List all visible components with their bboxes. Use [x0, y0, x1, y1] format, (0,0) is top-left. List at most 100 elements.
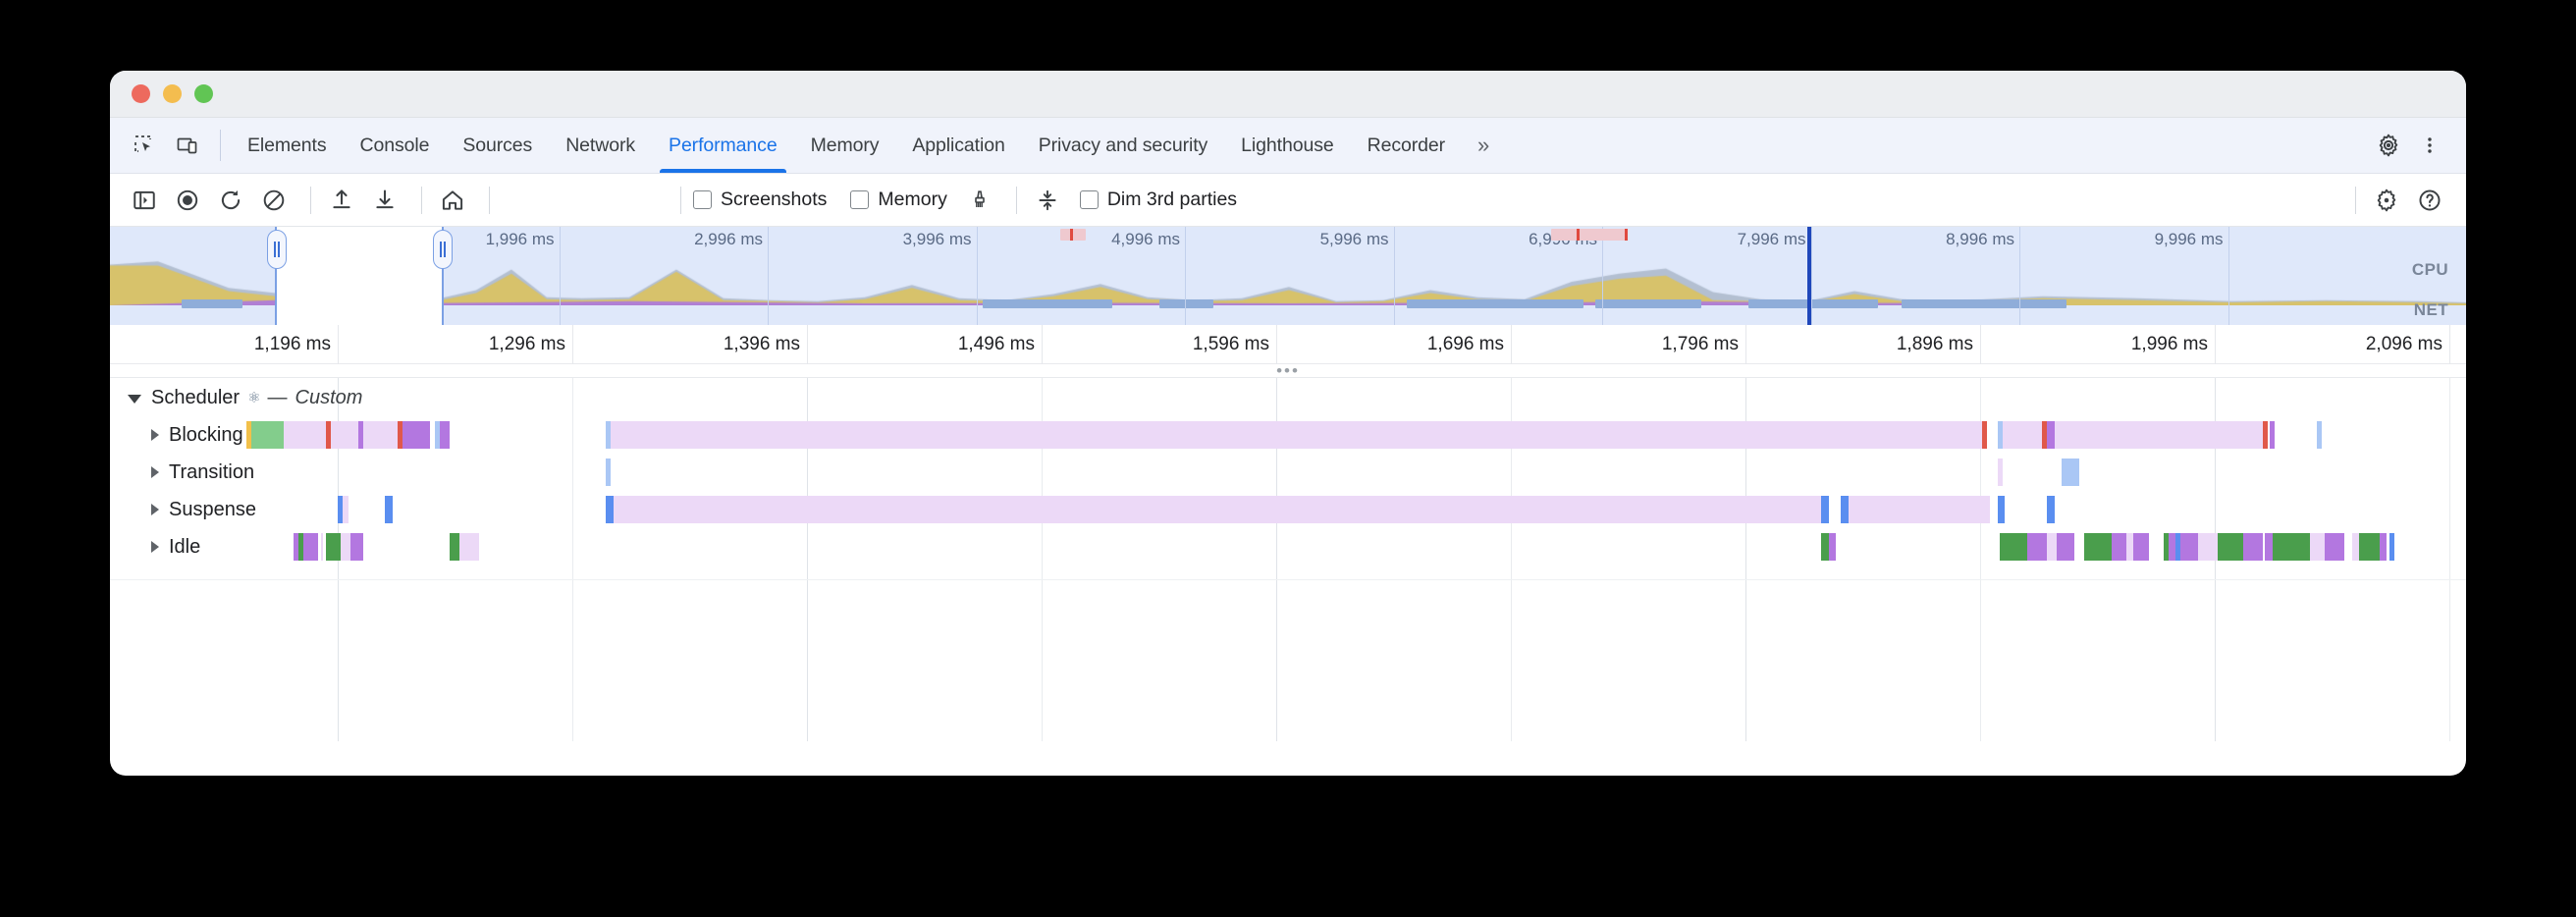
flame-segment[interactable]: [245, 421, 251, 449]
flame-segment[interactable]: [2002, 421, 2042, 449]
flame-segment[interactable]: [298, 533, 304, 561]
flame-segment[interactable]: [2000, 533, 2027, 561]
flame-segment[interactable]: [613, 496, 1822, 523]
flame-segment[interactable]: [1848, 496, 1990, 523]
tab-performance[interactable]: Performance: [652, 118, 794, 173]
flame-chart[interactable]: Scheduler ⚛ — Custom Blocking Transition: [110, 378, 2466, 741]
flame-segment[interactable]: [606, 458, 612, 486]
tab-recorder[interactable]: Recorder: [1351, 118, 1462, 173]
capture-settings-gear-icon[interactable]: [2368, 182, 2405, 219]
track-suspense-label[interactable]: Suspense: [110, 490, 256, 529]
flame-segment[interactable]: [340, 533, 351, 561]
flame-segment[interactable]: [1997, 421, 2003, 449]
tab-memory[interactable]: Memory: [794, 118, 896, 173]
flame-segment[interactable]: [325, 421, 331, 449]
reload-and-record-icon[interactable]: [212, 182, 249, 219]
flame-segment[interactable]: [1841, 496, 1849, 523]
tab-elements[interactable]: Elements: [231, 118, 344, 173]
transition-segments[interactable]: [110, 453, 2466, 492]
flame-segment[interactable]: [330, 421, 358, 449]
flame-segment[interactable]: [409, 421, 430, 449]
more-options-kebab-icon[interactable]: [2411, 127, 2448, 164]
flame-segment[interactable]: [434, 421, 440, 449]
track-transition-label[interactable]: Transition: [110, 453, 254, 492]
track-transition[interactable]: Transition: [110, 453, 2466, 492]
selection-left-handle[interactable]: [267, 230, 287, 269]
flame-segment[interactable]: [2042, 421, 2048, 449]
flame-segment[interactable]: [303, 533, 319, 561]
flame-segment[interactable]: [2198, 533, 2219, 561]
flame-segment[interactable]: [611, 421, 1983, 449]
device-toolbar-icon[interactable]: [169, 127, 206, 164]
flame-segment[interactable]: [293, 533, 298, 561]
blocking-segments[interactable]: [110, 415, 2466, 455]
panel-resize-grip[interactable]: •••: [110, 362, 2466, 379]
dim-3rd-parties-checkbox-box[interactable]: [1079, 190, 1099, 209]
overview-selection-window[interactable]: [275, 227, 442, 325]
flame-segment[interactable]: [2180, 533, 2199, 561]
toggle-sidebar-icon[interactable]: [126, 182, 163, 219]
maximize-window-button[interactable]: [194, 84, 213, 103]
track-idle[interactable]: Idle: [110, 527, 2466, 566]
flame-segment[interactable]: [1821, 533, 1829, 561]
track-blocking[interactable]: Blocking: [110, 415, 2466, 455]
suspense-segments[interactable]: [110, 490, 2466, 529]
flame-segment[interactable]: [1821, 496, 1829, 523]
flame-segment[interactable]: [283, 421, 326, 449]
flame-segment[interactable]: [350, 533, 363, 561]
flame-segment[interactable]: [440, 421, 451, 449]
flame-segment[interactable]: [2111, 533, 2126, 561]
timeline-overview[interactable]: 996 ms1,996 ms2,996 ms3,996 ms4,996 ms5,…: [110, 227, 2466, 325]
clear-recording-icon[interactable]: [255, 182, 293, 219]
tab-lighthouse[interactable]: Lighthouse: [1224, 118, 1350, 173]
flame-segment[interactable]: [2317, 421, 2323, 449]
flame-segment[interactable]: [2175, 533, 2181, 561]
flame-segment[interactable]: [2026, 533, 2048, 561]
flame-segment[interactable]: [343, 496, 349, 523]
import-profile-icon[interactable]: [323, 182, 360, 219]
flame-segment[interactable]: [2242, 533, 2263, 561]
chevron-down-icon[interactable]: [128, 394, 141, 404]
memory-checkbox-box[interactable]: [850, 190, 870, 209]
tab-privacy-and-security[interactable]: Privacy and security: [1022, 118, 1224, 173]
chevron-right-icon[interactable]: [151, 429, 159, 441]
navigate-home-icon[interactable]: [434, 182, 471, 219]
inspect-element-icon[interactable]: [126, 127, 163, 164]
record-icon[interactable]: [169, 182, 206, 219]
scheduler-group-header[interactable]: Scheduler ⚛ — Custom: [110, 378, 362, 417]
flame-segment[interactable]: [2359, 533, 2380, 561]
more-tabs-chevron-icon[interactable]: »: [1462, 118, 1505, 173]
flame-segment[interactable]: [2133, 533, 2149, 561]
navigation-marker[interactable]: [1551, 229, 1628, 241]
flame-segment[interactable]: [2125, 533, 2134, 561]
chevron-right-icon[interactable]: [151, 504, 159, 515]
flame-segment[interactable]: [338, 496, 344, 523]
export-profile-icon[interactable]: [366, 182, 403, 219]
screenshots-checkbox-box[interactable]: [693, 190, 712, 209]
flame-segment[interactable]: [2351, 533, 2360, 561]
selection-left-edge[interactable]: [275, 227, 277, 325]
collect-garbage-icon[interactable]: [961, 182, 998, 219]
close-window-button[interactable]: [132, 84, 150, 103]
flame-segment[interactable]: [402, 421, 410, 449]
memory-checkbox[interactable]: Memory: [850, 189, 947, 211]
flame-segment[interactable]: [459, 533, 480, 561]
flame-segment[interactable]: [2262, 421, 2268, 449]
idle-segments[interactable]: [110, 527, 2466, 566]
tab-sources[interactable]: Sources: [446, 118, 549, 173]
flame-segment[interactable]: [2379, 533, 2388, 561]
flame-segment[interactable]: [2388, 533, 2394, 561]
flame-segment[interactable]: [398, 421, 403, 449]
tab-console[interactable]: Console: [344, 118, 447, 173]
flame-segment[interactable]: [2047, 496, 2055, 523]
help-question-icon[interactable]: [2411, 182, 2448, 219]
minimize-window-button[interactable]: [163, 84, 182, 103]
track-blocking-label[interactable]: Blocking: [110, 415, 243, 455]
flame-segment[interactable]: [606, 421, 612, 449]
flame-segment[interactable]: [2325, 533, 2345, 561]
flame-segment[interactable]: [2218, 533, 2243, 561]
flame-segment[interactable]: [2062, 458, 2079, 486]
flame-segment[interactable]: [2265, 533, 2273, 561]
track-group-scheduler[interactable]: Scheduler ⚛ — Custom: [110, 378, 2466, 417]
